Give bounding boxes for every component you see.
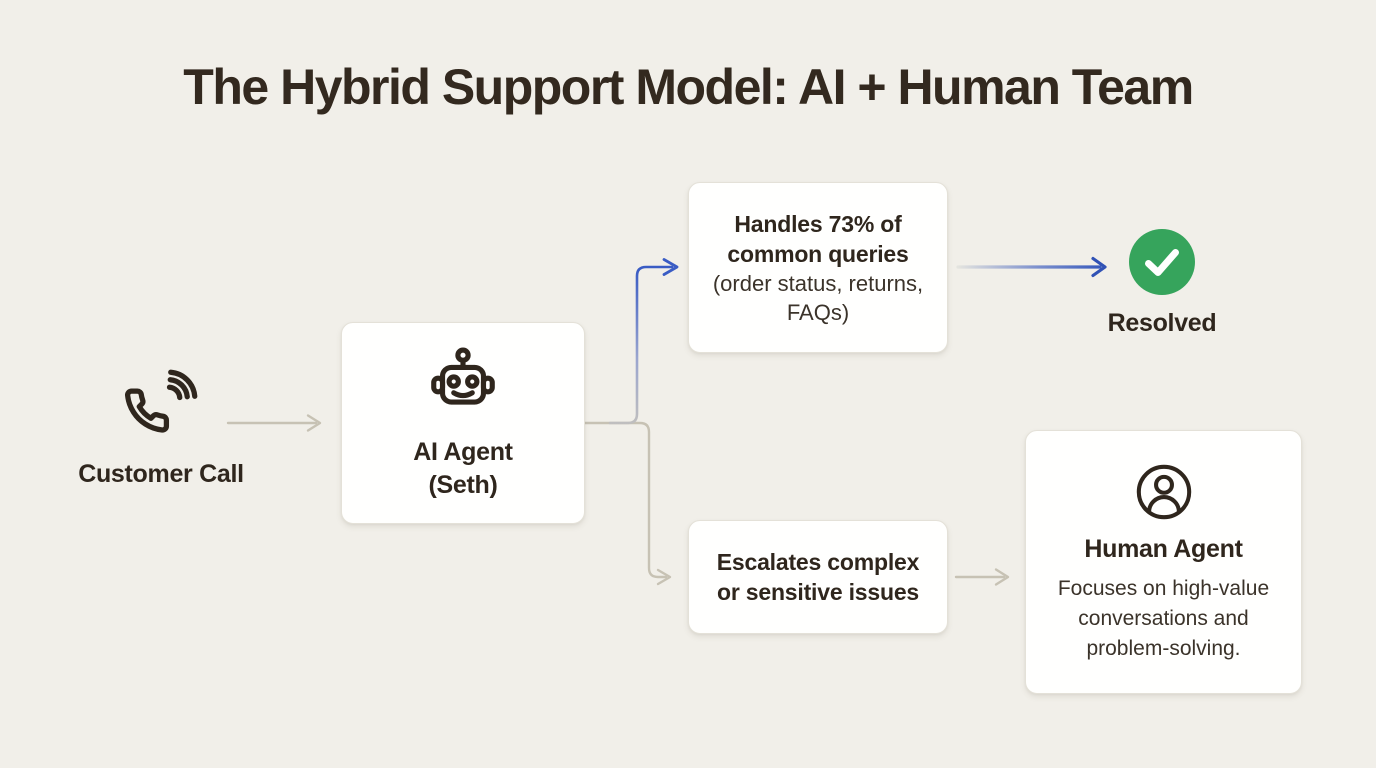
handles-queries-bold-line1: Handles 73% of [734, 210, 902, 237]
ai-agent-card: AI Agent (Seth) [341, 322, 585, 524]
robot-icon [424, 345, 502, 423]
ai-agent-label-line1: AI Agent [413, 437, 513, 466]
escalates-card: Escalates complex or sensitive issues [688, 520, 948, 634]
page-title: The Hybrid Support Model: AI + Human Tea… [183, 59, 1194, 115]
check-circle-icon [1032, 229, 1292, 295]
human-agent-desc-line3: problem-solving. [1086, 636, 1241, 660]
resolved-label: Resolved [1107, 309, 1217, 337]
phone-call-icon [31, 366, 291, 446]
resolved-node: Resolved [1032, 229, 1292, 340]
customer-call-node: Customer Call [31, 366, 291, 491]
ai-agent-label: AI Agent (Seth) [413, 436, 513, 502]
ai-agent-label-line2: (Seth) [428, 470, 498, 499]
customer-call-label: Customer Call [78, 460, 244, 488]
escalates-line2: or sensitive issues [716, 579, 920, 605]
handles-queries-sub-line1: (order status, returns, [712, 270, 924, 296]
connector-ai-fork-down [581, 421, 672, 586]
arrow-escalates-to-human [954, 568, 1010, 586]
handles-queries-sub-line2: FAQs) [786, 299, 850, 325]
handles-queries-bold-line2: common queries [727, 240, 909, 267]
human-agent-card: Human Agent Focuses on high-value conver… [1025, 430, 1302, 694]
escalates-line1: Escalates complex [716, 549, 920, 575]
person-circle-icon [1133, 461, 1195, 523]
handles-queries-card: Handles 73% of common queries (order sta… [688, 182, 948, 353]
connector-ai-fork-up [608, 258, 679, 425]
human-agent-desc-line1: Focuses on high-value [1057, 576, 1270, 600]
human-agent-desc-line2: conversations and [1078, 606, 1249, 630]
human-agent-title: Human Agent [1084, 534, 1243, 563]
